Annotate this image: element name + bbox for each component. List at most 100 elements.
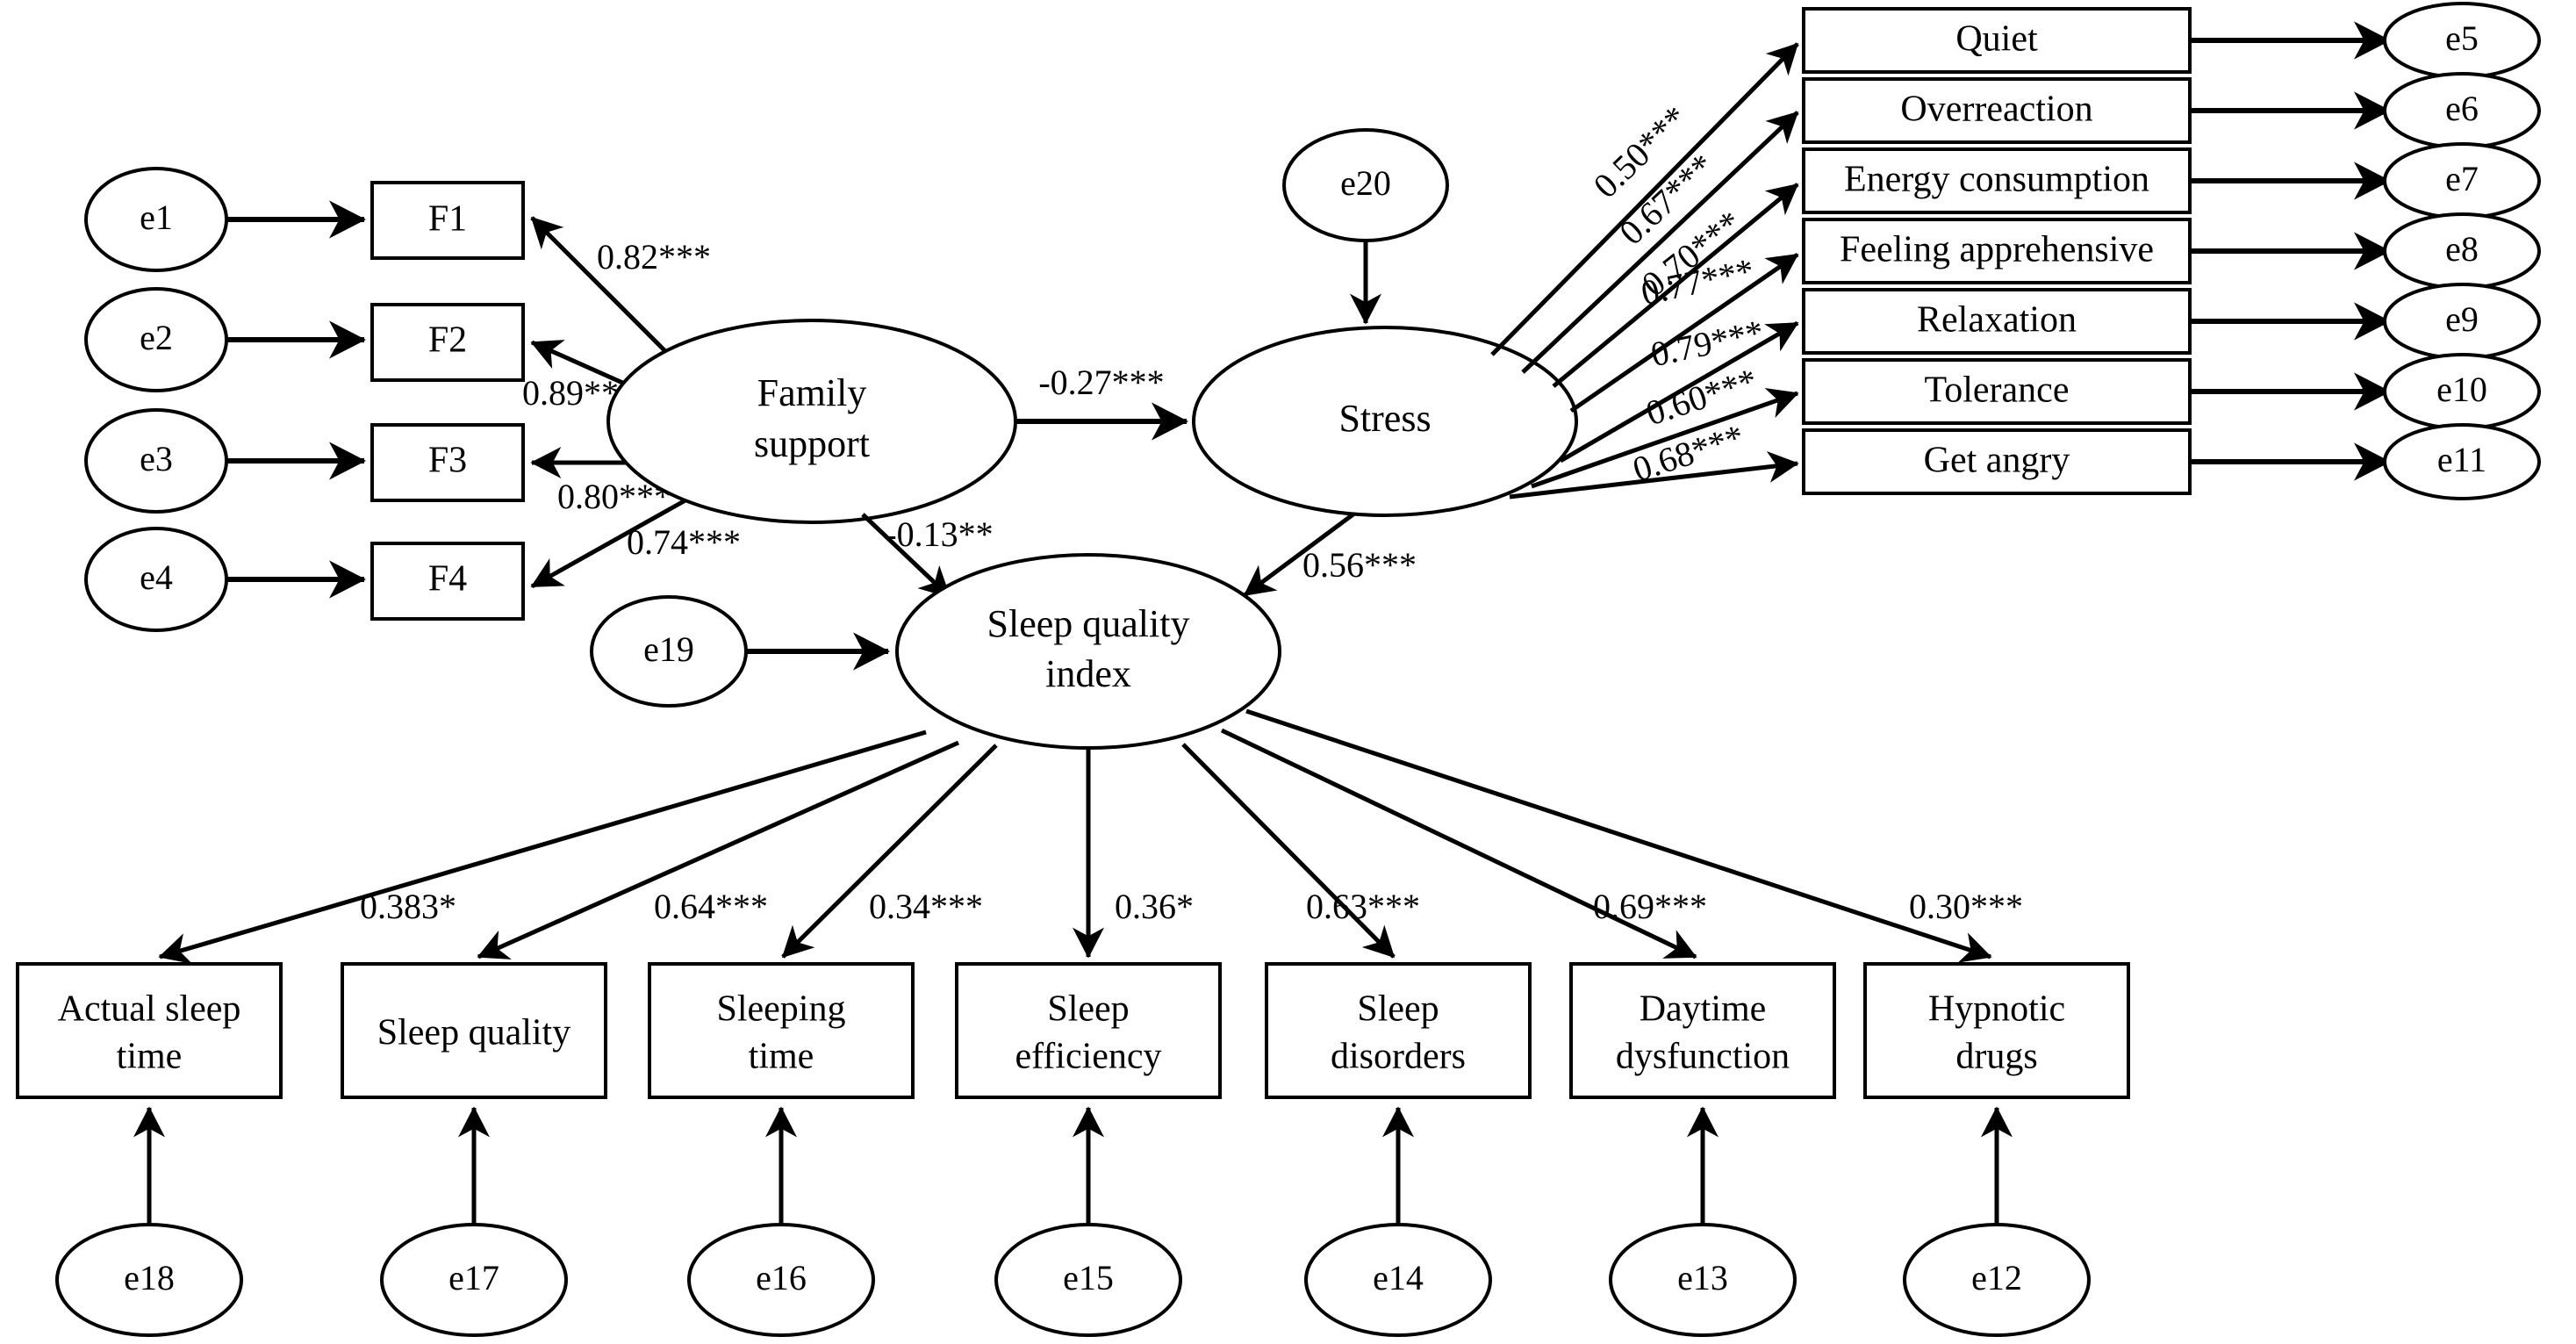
disturbance-node-e20: e20 [1282,128,1449,242]
error-node-e13-label: e13 [1677,1258,1728,1297]
loading-coefficient-actual-sleep-time: 0.383* [360,887,456,926]
loading-edge-sleep-quality-sleeping-time [781,744,998,959]
error-node-e3-label: e3 [140,439,173,478]
loading-edge-stress-get-angry [1509,450,1799,500]
indicator-box-actual-sleep-time-line2: time [117,1037,183,1077]
indicator-box-sleeping-time-line2: time [749,1037,814,1077]
structural-edge-family-support-to-sleep-quality [861,513,951,599]
error-node-e5: e5 [2383,2,2541,79]
indicator-box-energy-consumption-label: Energy consumption [1844,160,2149,200]
indicator-box-get-angry: Get angry [1802,428,2192,495]
disturbance-node-e19: e19 [590,595,748,708]
disturbance-node-e20-label: e20 [1340,163,1391,203]
latent-node-family-support-line1: Family [757,371,867,414]
latent-node-sleep-quality-index-line1: Sleep quality [987,602,1190,645]
error-node-e13: e13 [1609,1223,1797,1337]
loading-edge-stress-tolerance [1531,388,1799,489]
loading-edge-sleep-quality-hypnotic-drugs [1245,708,1992,963]
indicator-box-feeling-apprehensive: Feeling apprehensive [1802,218,2192,284]
indicator-box-feeling-apprehensive-label: Feeling apprehensive [1840,230,2154,270]
error-node-e17: e17 [380,1223,568,1337]
loading-edge-sleep-quality-daytime-dysfunction [1220,728,1697,959]
loading-coefficient-f1: 0.82*** [597,237,711,277]
error-node-e8-label: e8 [2445,229,2479,269]
family-support-measurement-block: e1 F1 e2 F2 e3 [84,167,741,632]
error-node-e3: e3 [84,408,228,514]
structural-coefficient-stress-sleep-quality: 0.56*** [1302,545,1417,585]
error-node-e7-label: e7 [2445,159,2479,198]
error-node-e14-label: e14 [1373,1258,1424,1297]
sleep-quality-measurement-block: Actual sleep time 0.383* e18 Sleep quali… [16,708,2130,1337]
loading-edge-sleep-quality-actual-sleep-time [158,729,927,964]
structural-coefficient-family-support-sleep-quality: -0.13** [885,514,993,554]
loading-coefficient-get-angry: 0.68*** [1628,416,1749,489]
error-node-e16: e16 [687,1223,875,1337]
indicator-box-f2: F2 [370,303,525,382]
indicator-box-quiet-label: Quiet [1955,19,2038,60]
error-node-e16-label: e16 [756,1258,807,1297]
indicator-box-sleep-disorders: Sleep disorders [1265,962,1532,1099]
error-node-e18: e18 [55,1223,243,1337]
error-node-e18-label: e18 [124,1258,175,1297]
error-node-e7: e7 [2383,142,2541,219]
indicator-box-daytime-dysfunction: Daytime dysfunction [1569,962,1836,1099]
loading-edge-sleep-quality-sleep-disorders [1181,743,1396,959]
indicator-box-sleep-efficiency: Sleep efficiency [955,962,1222,1099]
loading-edge-stress-quiet [1490,42,1799,356]
latent-node-family-support-line2: support [754,422,870,465]
indicator-box-actual-sleep-time: Actual sleep time [16,962,283,1099]
loading-coefficient-f4: 0.74*** [627,522,741,562]
indicator-box-f1-label: F1 [428,199,467,240]
indicator-box-relaxation-label: Relaxation [1917,300,2077,341]
latent-node-stress: Stress [1192,326,1578,517]
indicator-box-hypnotic-drugs-line2: drugs [1955,1037,2037,1077]
loading-edge-stress-relaxation [1559,320,1799,464]
loading-coefficient-sleep-quality: 0.64*** [654,887,768,926]
error-node-e8: e8 [2383,212,2541,290]
indicator-box-sleep-quality-line1: Sleep quality [377,1013,570,1053]
indicator-box-daytime-dysfunction-line1: Daytime [1640,989,1767,1030]
indicator-box-tolerance: Tolerance [1802,358,2192,425]
indicator-box-sleeping-time-line1: Sleeping [717,989,846,1030]
indicator-box-hypnotic-drugs: Hypnotic drugs [1863,962,2130,1099]
indicator-box-hypnotic-drugs-line1: Hypnotic [1928,989,2065,1030]
latent-node-sleep-quality-index-line2: index [1045,652,1131,695]
error-node-e12-label: e12 [1971,1258,2022,1297]
indicator-box-f4-label: F4 [428,559,467,600]
indicator-box-overreaction-label: Overreaction [1900,90,2092,130]
indicator-box-tolerance-label: Tolerance [1925,370,2070,411]
loading-coefficient-sleeping-time: 0.34*** [869,887,983,926]
indicator-box-f3-label: F3 [428,441,467,481]
indicator-box-quiet: Quiet [1802,7,2192,74]
error-node-e4: e4 [84,527,228,632]
error-node-e10-label: e10 [2436,370,2487,409]
error-node-e17-label: e17 [448,1258,499,1297]
loading-coefficient-sleep-efficiency: 0.36* [1115,887,1194,926]
structural-coefficient-family-support-stress: -0.27*** [1038,363,1164,402]
error-node-e2: e2 [84,287,228,392]
indicator-box-f2-label: F2 [428,320,467,361]
loading-edge-stress-overreaction [1521,111,1799,374]
loading-edge-stress-feeling-apprehensive [1569,252,1799,413]
loading-coefficient-daytime-dysfunction: 0.69*** [1593,887,1707,926]
error-node-e5-label: e5 [2445,18,2479,58]
structural-edge-stress-to-sleep-quality [1243,511,1356,598]
indicator-box-sleep-efficiency-line1: Sleep [1047,989,1129,1030]
error-node-e14: e14 [1304,1223,1492,1337]
latent-node-stress-label: Stress [1338,397,1431,440]
error-node-e15: e15 [994,1223,1182,1337]
indicator-box-f3: F3 [370,423,525,502]
error-node-e11: e11 [2383,423,2541,500]
error-node-e12: e12 [1903,1223,2091,1337]
loading-edge-sleep-quality-sleep-quality [477,740,960,959]
loading-edge-family-support-f4 [530,494,693,589]
indicator-box-overreaction: Overreaction [1802,77,2192,144]
indicator-box-sleep-quality: Sleep quality [341,962,607,1099]
indicator-box-actual-sleep-time-line1: Actual sleep [58,989,241,1030]
error-node-e6: e6 [2383,72,2541,149]
disturbance-node-e19-label: e19 [643,629,694,669]
indicator-box-daytime-dysfunction-line2: dysfunction [1616,1037,1790,1077]
indicator-box-sleep-disorders-line1: Sleep [1357,989,1439,1030]
